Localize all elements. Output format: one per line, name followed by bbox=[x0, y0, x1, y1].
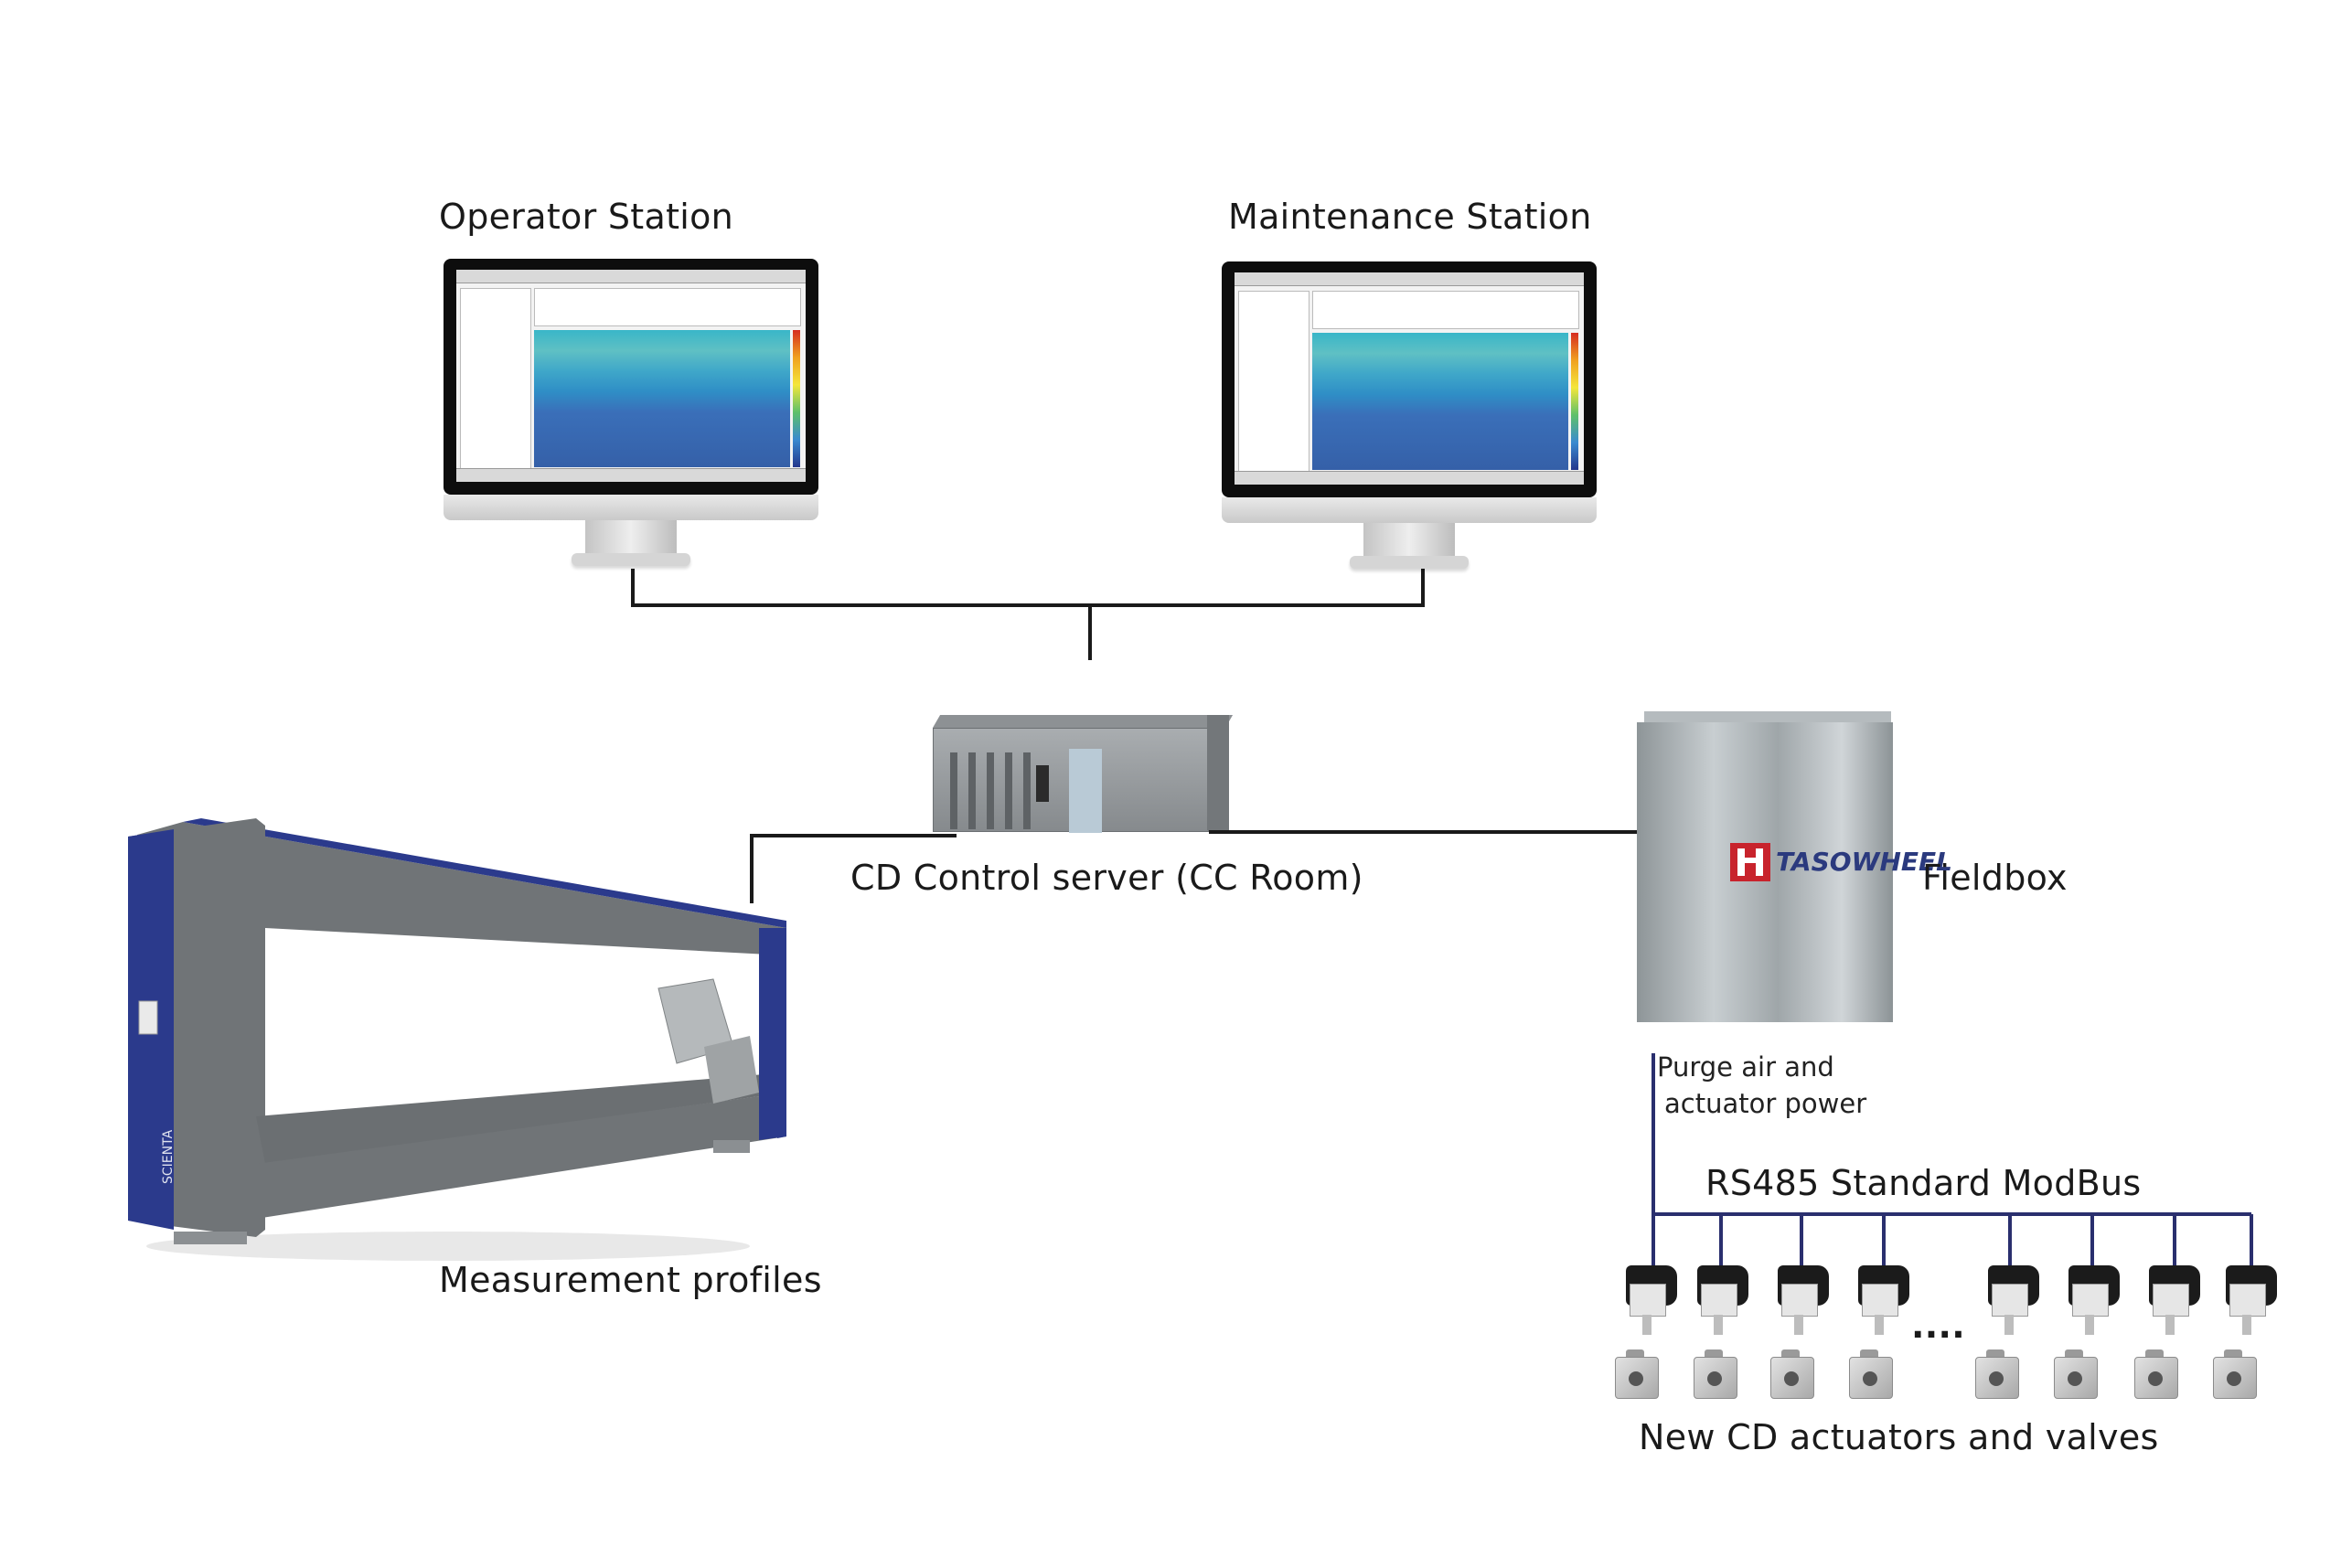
valve-3 bbox=[1770, 1349, 1816, 1401]
valve-1 bbox=[1615, 1349, 1661, 1401]
tasowheel-logo bbox=[1730, 843, 1770, 881]
operator-screen bbox=[456, 270, 806, 482]
cd-control-server-label: CD Control server (CC Room) bbox=[850, 858, 1363, 898]
maintenance-station-label: Maintenance Station bbox=[1228, 197, 1592, 237]
valve-5 bbox=[1975, 1349, 2021, 1401]
purge-air-label-line1: Purge air and bbox=[1657, 1051, 1834, 1083]
actuators-valves-label: New CD actuators and valves bbox=[1639, 1417, 2159, 1457]
actuator-ellipsis: .... bbox=[1911, 1306, 1965, 1346]
fieldbox-cabinet: TASOWHEEL bbox=[1637, 711, 1952, 1022]
modbus-drops bbox=[1719, 1214, 2253, 1269]
valve-4 bbox=[1849, 1349, 1895, 1401]
operator-station-label: Operator Station bbox=[439, 197, 734, 237]
valve-6 bbox=[2054, 1349, 2100, 1401]
rs485-bus-label: RS485 Standard ModBus bbox=[1705, 1163, 2142, 1203]
purge-air-label-line2: actuator power bbox=[1664, 1088, 1867, 1119]
scanner-link-line bbox=[750, 834, 957, 903]
measurement-profiles-label: Measurement profiles bbox=[439, 1260, 822, 1300]
maintenance-screen bbox=[1235, 272, 1584, 485]
fieldbox-brand-text: TASOWHEEL bbox=[1776, 847, 1952, 877]
valve-8 bbox=[2213, 1349, 2259, 1401]
measurement-scanner: SCIENTA bbox=[128, 818, 786, 1261]
scanner-brand-text: SCIENTA bbox=[161, 1129, 176, 1184]
station-link-line bbox=[631, 565, 1425, 607]
valve-7 bbox=[2134, 1349, 2180, 1401]
cd-control-server bbox=[933, 715, 1234, 834]
fieldbox-label: Fieldbox bbox=[1922, 858, 2068, 898]
scanner-panel-icon bbox=[138, 1000, 158, 1035]
valve-2 bbox=[1694, 1349, 1739, 1401]
